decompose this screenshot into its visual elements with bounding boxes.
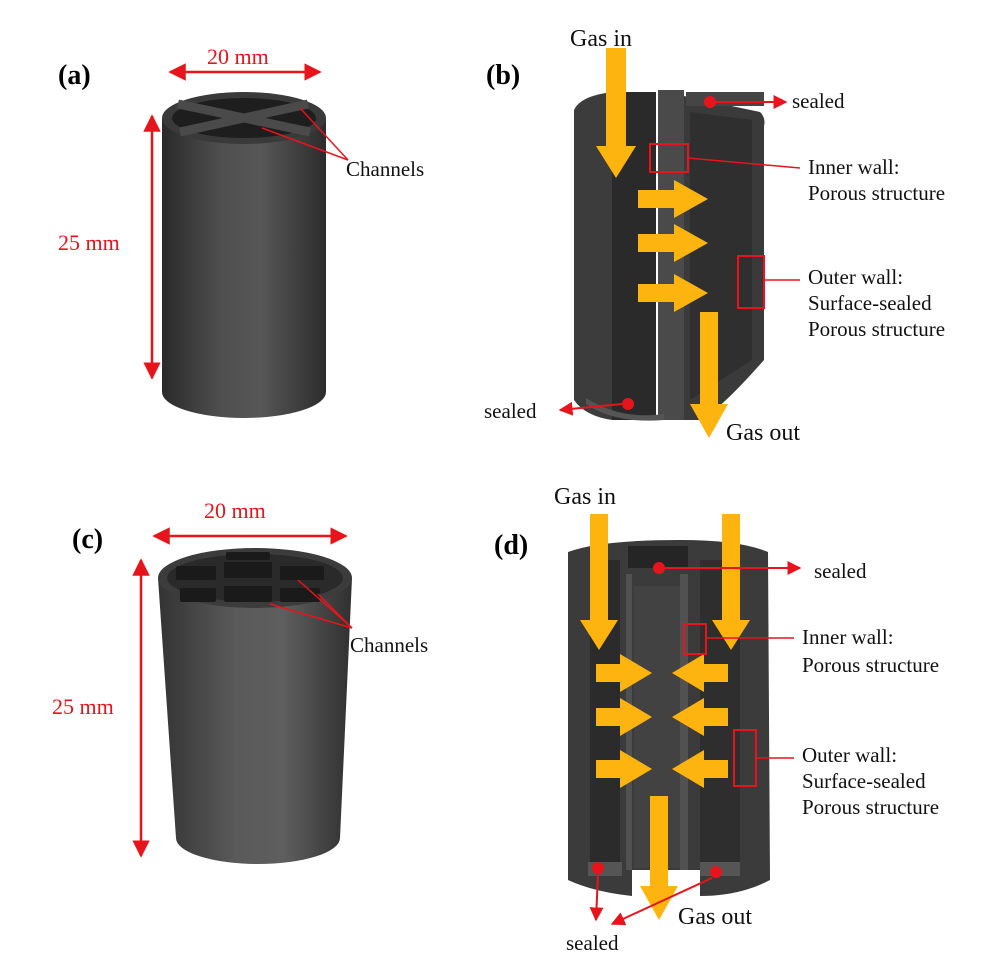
sealed-label-bottom-d: sealed	[566, 931, 619, 955]
gas-out-label-b: Gas out	[726, 420, 800, 446]
inner-wall-title-d: Inner wall:	[802, 625, 894, 649]
outer-wall-line3-d: Porous structure	[802, 795, 939, 819]
panel-d-tag: (d)	[494, 530, 528, 561]
sealed-label-bottom-b: sealed	[484, 399, 537, 423]
width-label-a: 20 mm	[207, 44, 269, 69]
outer-wall-box-b	[737, 255, 765, 309]
channels-label-a: Channels	[346, 157, 424, 181]
gas-out-label-d: Gas out	[678, 904, 752, 930]
sealed-dot-top-d	[653, 562, 665, 574]
cylinder-c	[158, 548, 352, 864]
outer-wall-line2-d: Surface-sealed	[802, 769, 926, 793]
panel-c-tag: (c)	[72, 524, 103, 555]
sealed-leader-bottom-b	[558, 401, 623, 416]
panel-b: (b) Gas in	[484, 26, 945, 446]
gas-in-arrow-b	[596, 48, 636, 178]
channels-label-c: Channels	[350, 633, 428, 657]
sealed-dot-top-b	[704, 96, 716, 108]
panel-d: (d) Gas in	[494, 484, 939, 955]
height-label-c: 25 mm	[52, 694, 114, 719]
gas-out-arrow-b	[690, 312, 728, 438]
cut-cylinder-b	[574, 90, 765, 421]
panel-c: (c) 20 mm 25 mm Channels	[52, 498, 428, 864]
outer-wall-title-d: Outer wall:	[802, 743, 897, 767]
outer-wall-line2-b: Surface-sealed	[808, 291, 932, 315]
channels-leader-a1	[299, 107, 349, 161]
flow-arrows-d	[596, 654, 728, 788]
sealed-leader-bottom-left-d	[589, 873, 604, 922]
inner-wall-desc-d: Porous structure	[802, 653, 939, 677]
sealed-label-top-d: sealed	[814, 559, 867, 583]
sealed-dot-bottom-left-d	[592, 862, 604, 874]
inner-wall-title-b: Inner wall:	[808, 155, 900, 179]
width-label-c: 20 mm	[204, 498, 266, 523]
panel-a: (a) 20 mm 25 mm Channels	[58, 44, 424, 418]
sealed-dot-bottom-right-d	[710, 866, 722, 878]
inner-wall-box-d	[683, 623, 707, 655]
channels-leader-a2	[261, 127, 349, 161]
cylinder-a	[162, 92, 326, 418]
gas-in-label-d: Gas in	[554, 484, 616, 510]
inner-wall-desc-b: Porous structure	[808, 181, 945, 205]
flow-arrows-b	[638, 180, 708, 312]
panel-a-tag: (a)	[58, 60, 91, 91]
channels-leader-c3	[269, 603, 353, 629]
inner-wall-leader-b	[687, 157, 801, 169]
sealed-label-top-b: sealed	[792, 89, 845, 113]
panel-b-tag: (b)	[486, 60, 520, 91]
channels-leader-c2	[297, 579, 353, 629]
sealed-leader-bottom-right-d	[610, 877, 713, 926]
outer-wall-title-b: Outer wall:	[808, 265, 903, 289]
sealed-dot-bottom-b	[622, 398, 634, 410]
outer-wall-line3-b: Porous structure	[808, 317, 945, 341]
height-label-a: 25 mm	[58, 230, 120, 255]
gas-in-label-b: Gas in	[570, 26, 632, 52]
